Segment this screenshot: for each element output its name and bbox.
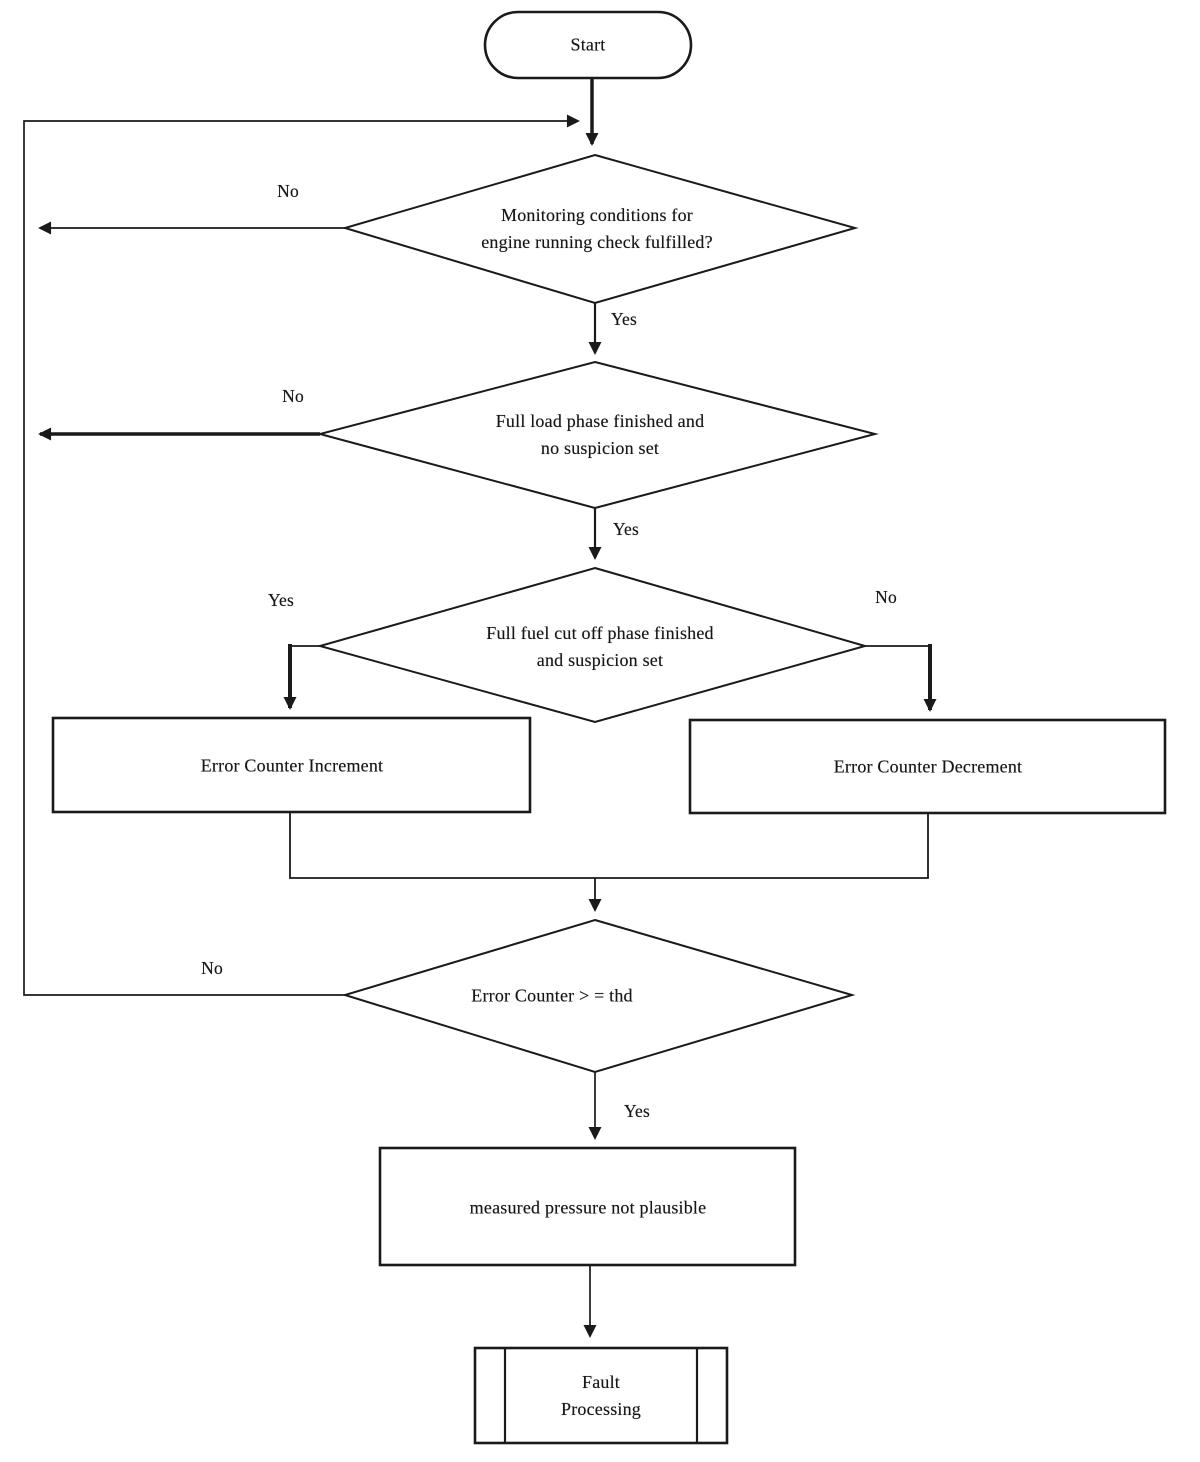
decision-full-load-shape xyxy=(316,360,879,510)
process-fault-shape xyxy=(473,1346,729,1445)
decision-full-load-line1: Full load phase finished and xyxy=(495,411,705,431)
edge-label-fuel-cut-no: No xyxy=(875,586,897,607)
decision-monitoring-shape xyxy=(341,153,859,305)
decision-monitoring-line2: engine running check fulfilled? xyxy=(481,232,713,252)
process-increment-label: Error Counter Increment xyxy=(200,755,384,776)
edge-label-fuel-cut-yes: Yes xyxy=(267,589,295,610)
edge-merge-horizontal xyxy=(289,812,929,879)
process-fault-line2: Processing xyxy=(561,1399,641,1419)
process-fault-line1: Fault xyxy=(581,1372,620,1392)
decision-fuel-cut-off-shape xyxy=(316,566,869,724)
edge-label-full-load-no: No xyxy=(282,385,304,406)
start-node-label: Start xyxy=(570,34,606,55)
process-not-plausible-shape xyxy=(378,1146,797,1267)
decision-error-counter-shape xyxy=(341,918,856,1074)
edge-error-counter-no-loop-return xyxy=(23,114,580,996)
decision-fuel-cut-off-line1: Full fuel cut off phase finished xyxy=(486,623,714,643)
process-fault-inner-bars xyxy=(503,1348,699,1443)
decision-full-load-label: Full load phase finished and no suspicio… xyxy=(496,408,705,462)
decision-error-counter-label: Error Counter > = thd xyxy=(471,985,633,1006)
decision-fuel-cut-off-line2: and suspicion set xyxy=(536,650,664,670)
edge-label-monitoring-yes: Yes xyxy=(610,308,638,329)
process-not-plausible-label: measured pressure not plausible xyxy=(469,1197,707,1218)
process-fault-label: Fault Processing xyxy=(561,1369,641,1423)
decision-fuel-cut-off-label: Full fuel cut off phase finished and sus… xyxy=(486,620,714,674)
decision-monitoring-label: Monitoring conditions for engine running… xyxy=(481,202,713,256)
process-decrement-shape xyxy=(688,718,1167,815)
process-decrement-label: Error Counter Decrement xyxy=(833,756,1023,777)
edge-label-monitoring-no: No xyxy=(277,180,299,201)
start-terminator-shape xyxy=(483,10,693,80)
decision-monitoring-line1: Monitoring conditions for xyxy=(501,205,693,225)
edge-label-full-load-yes: Yes xyxy=(612,518,640,539)
process-increment-shape xyxy=(51,716,532,814)
edge-label-error-counter-yes: Yes xyxy=(623,1100,651,1121)
decision-full-load-line2: no suspicion set xyxy=(540,438,660,458)
edge-label-error-counter-no: No xyxy=(201,957,223,978)
